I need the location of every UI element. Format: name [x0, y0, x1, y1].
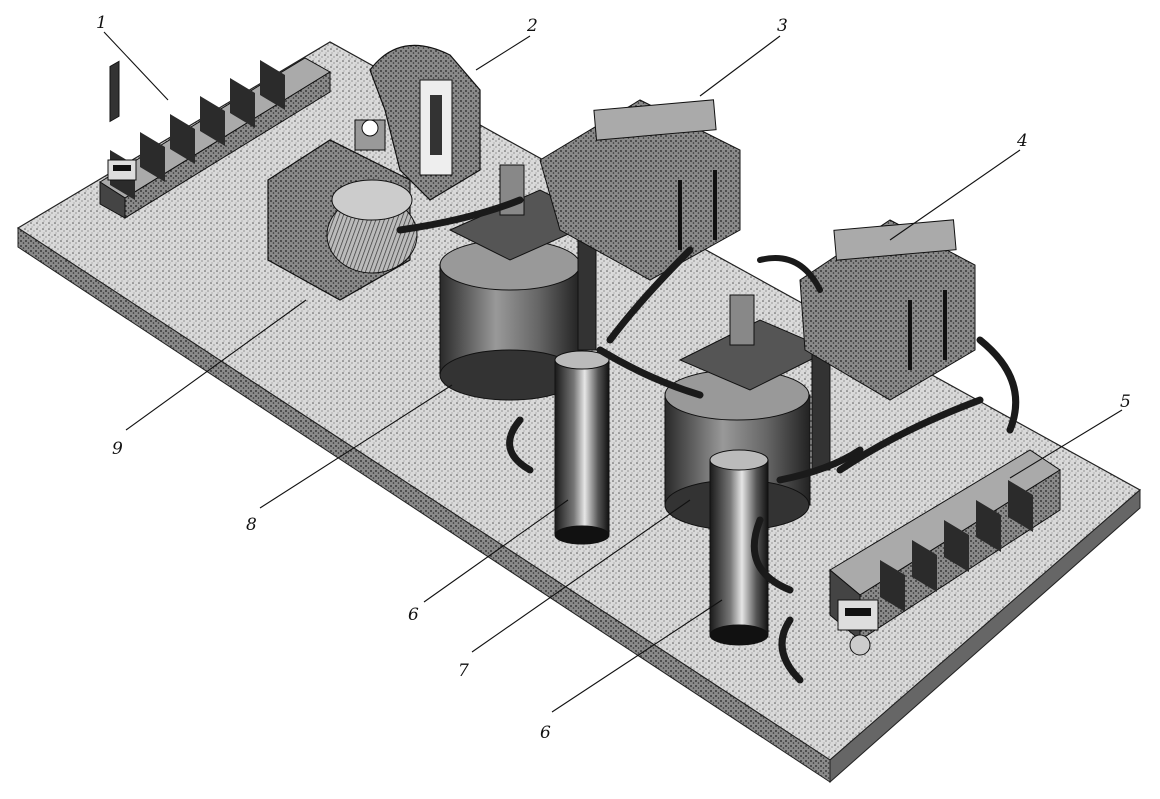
callout-labels: 1 2 3 4 5 6 6 7 8 9	[96, 13, 1131, 743]
callout-4: 4	[1016, 131, 1028, 151]
relay-9	[267, 119, 418, 301]
terminal-block-right	[829, 449, 1061, 656]
leader-9	[125, 299, 307, 431]
leader-4	[889, 149, 1021, 241]
callout-9: 9	[112, 439, 123, 459]
wiring	[396, 196, 1020, 684]
leader-3	[699, 35, 781, 97]
callout-2: 2	[526, 16, 538, 36]
capacitor-6b	[709, 449, 769, 646]
callout-6b: 6	[540, 723, 551, 743]
terminal-block-left	[99, 57, 331, 219]
callout-5: 5	[1120, 392, 1131, 412]
capacitor-6a	[554, 350, 610, 545]
callout-7: 7	[458, 661, 469, 681]
leader-6b	[551, 599, 723, 713]
leader-5	[1009, 409, 1123, 479]
callout-3: 3	[777, 16, 788, 36]
leader-6a	[423, 499, 569, 603]
callout-6a: 6	[408, 605, 419, 625]
contactor-3	[539, 99, 741, 281]
callout-8: 8	[246, 515, 257, 535]
leader-7	[471, 499, 691, 653]
relay-2	[369, 44, 481, 201]
leader-2	[475, 35, 531, 71]
leader-8	[259, 384, 453, 509]
callout-1: 1	[96, 13, 107, 33]
leader-lines	[103, 31, 1123, 713]
leader-1	[103, 31, 169, 101]
contactor-4	[799, 219, 976, 401]
